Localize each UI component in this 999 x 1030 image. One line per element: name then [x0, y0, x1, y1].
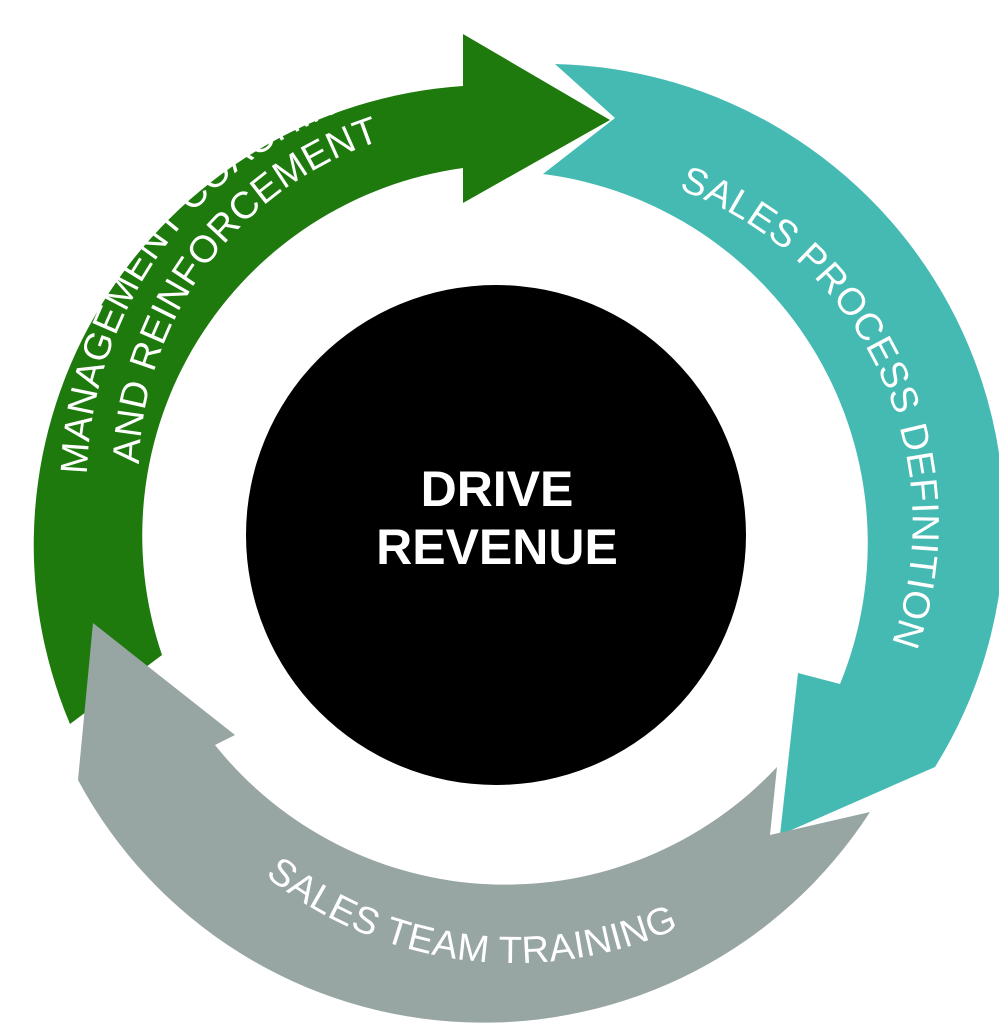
sales-process-arrow: [543, 64, 999, 835]
center-circle: [246, 285, 746, 785]
center-title-line1: DRIVE: [421, 461, 574, 517]
center-title-line2: REVENUE: [376, 519, 618, 575]
sales-team-training-arrow: [78, 623, 870, 1023]
center-hub: DRIVE REVENUE: [246, 285, 746, 785]
